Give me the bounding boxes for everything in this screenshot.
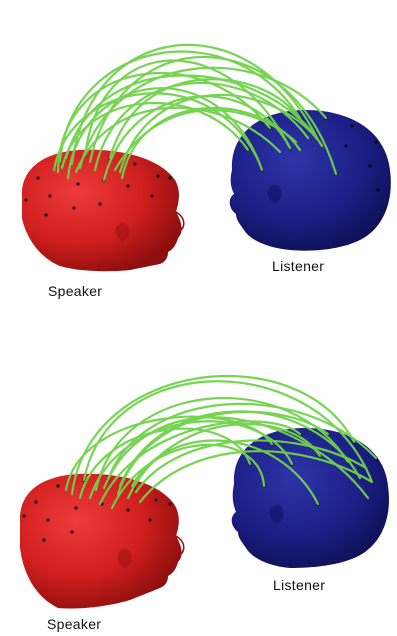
- panel-bottom: Speaker Listener: [0, 318, 397, 636]
- speaker-label: Speaker: [47, 616, 101, 632]
- speaker-head-top: [22, 150, 184, 271]
- speaker-label: Speaker: [48, 283, 102, 299]
- panel-top-drawing: [0, 0, 397, 318]
- panel-bottom-drawing: [0, 318, 397, 636]
- panel-top: Speaker Listener: [0, 0, 397, 318]
- listener-label: Listener: [272, 258, 324, 274]
- listener-label: Listener: [273, 577, 325, 593]
